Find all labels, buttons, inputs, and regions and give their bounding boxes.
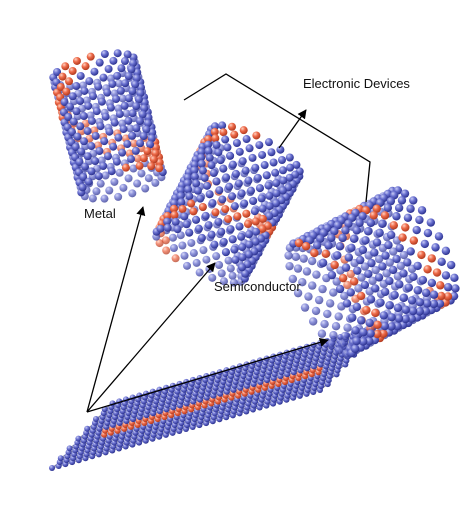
arrows xyxy=(86,73,371,413)
arrow-to-devices xyxy=(278,109,307,149)
nanotube-device xyxy=(284,186,460,358)
nanotube-semiconductor xyxy=(152,121,304,287)
nanotube-metal xyxy=(49,49,167,203)
graphene-sheet xyxy=(49,322,384,471)
arrow-chiral-vector xyxy=(86,337,329,413)
label-semiconductor: Semiconductor xyxy=(214,279,301,294)
label-electronic-devices: Electronic Devices xyxy=(303,76,410,91)
arrow-to-metal xyxy=(86,206,146,413)
label-metal: Metal xyxy=(84,206,116,221)
connector-line xyxy=(183,73,371,203)
arrow-to-semiconductor xyxy=(86,262,216,413)
